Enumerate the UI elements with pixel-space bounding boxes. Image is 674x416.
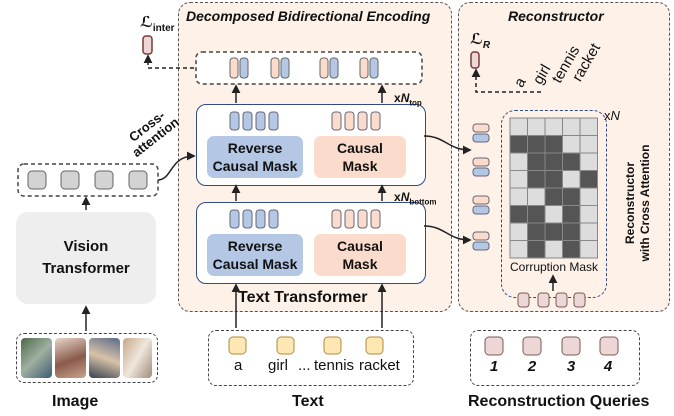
corruption-mask-grid [509,117,598,259]
mask-cell [562,117,581,136]
text-input-group [208,330,414,386]
mask-cell [544,205,563,224]
mask-cell [527,135,546,154]
top-layer-tokens [229,111,381,131]
output-feature-2a [270,57,280,79]
text-token-ellipsis: ... [298,357,311,374]
mask-cell [544,222,563,241]
mask-cell [509,170,528,189]
image-thumbnail-4 [123,338,152,378]
text-token-tennis: tennis [314,357,355,374]
mask-cell [527,152,546,171]
mask-cell [527,170,546,189]
mask-cell [562,240,581,259]
text-token-boxes [228,336,384,355]
text-token-a: a [234,357,243,374]
loss-inter-label: ℒinter [140,14,175,34]
output-feature-2b [280,57,290,79]
mask-cell [509,222,528,241]
mask-cell [579,135,598,154]
output-feature-3b [329,57,339,79]
query-boxes [484,336,619,356]
mask-cell [544,135,563,154]
output-feature-1a [229,57,239,79]
reconstructor-block [501,110,607,298]
query-number-2: 2 [527,358,537,375]
bottom-layer-tokens [229,209,381,229]
text-token-racket: racket [359,357,400,374]
mask-cell [527,222,546,241]
mask-cell [562,187,581,206]
queries-label: Reconstruction Queries [468,393,650,410]
reconstructor-n-label: xN [604,108,620,123]
vision-tokens [27,170,148,190]
mask-cell [509,117,528,136]
mask-cell [562,152,581,171]
output-feature-4b [369,57,379,79]
mask-cell [509,240,528,259]
mask-cell [579,205,598,224]
vision-token-4 [128,170,148,190]
n-top-label: xNtop [394,91,422,108]
mask-cell [562,222,581,241]
mask-cell [579,222,598,241]
text-token-girl: girl [268,357,289,374]
mask-cell [579,187,598,206]
mask-cell [579,152,598,171]
mask-cell [527,240,546,259]
mask-cell [509,205,528,224]
image-thumbnail-2 [55,338,86,378]
mask-cell [579,240,598,259]
loss-inter-box [142,35,153,55]
output-feature-1b [239,57,249,79]
reconstructor-query-tokens [517,292,586,308]
mask-cell [527,187,546,206]
text-label: Text [292,393,324,410]
mask-cell [544,152,563,171]
mask-cell [544,240,563,259]
image-label: Image [52,393,99,410]
mask-cell [562,135,581,154]
mask-cell [527,117,546,136]
image-input-group [16,333,158,383]
output-feature-3a [319,57,329,79]
loss-r-box [470,51,480,69]
n-bottom-label: xNbottom [394,190,437,207]
reconstructor-input-features [472,123,490,251]
image-thumbnail-1 [21,338,52,378]
corruption-mask-label: Corruption Mask [509,260,599,274]
mask-cell [527,205,546,224]
reconstructor-panel-title: Reconstructor [508,8,604,24]
mask-cell [544,117,563,136]
output-features [229,57,379,79]
text-transformer-label: Text Transformer [238,289,368,306]
mask-cell [509,187,528,206]
query-number-3: 3 [566,358,576,375]
mask-cell [579,170,598,189]
vision-token-2 [60,170,80,190]
mask-cell [579,117,598,136]
image-thumbnail-3 [89,338,120,378]
loss-r-label: ℒR [470,31,491,51]
query-input-group [470,330,640,386]
vision-token-3 [94,170,114,190]
encoding-panel-title: Decomposed Bidirectional Encoding [186,8,431,24]
output-feature-4a [359,57,369,79]
mask-cell [544,187,563,206]
vision-token-1 [27,170,47,190]
mask-cell [562,205,581,224]
mask-cell [509,152,528,171]
mask-cell [544,170,563,189]
query-number-4: 4 [603,358,613,375]
mask-cell [509,135,528,154]
mask-cell [562,170,581,189]
query-number-1: 1 [489,358,499,375]
